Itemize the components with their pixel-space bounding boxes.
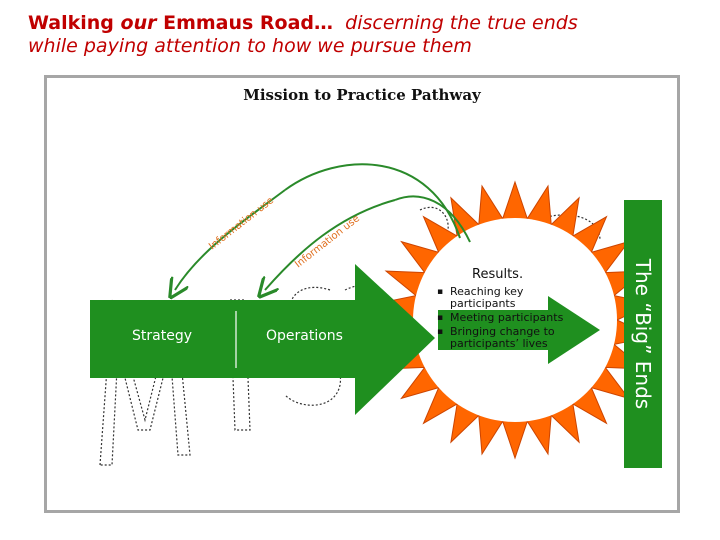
- information-use-label-1: Information use: [207, 195, 276, 252]
- information-use-label-2: Information use: [293, 213, 362, 270]
- results-item: Reaching key participants: [450, 286, 572, 310]
- results-box: Results. Reaching key participants Meeti…: [432, 267, 572, 352]
- big-ends-label: The “Big” Ends: [631, 259, 655, 409]
- results-item: Bringing change to participants’ lives: [450, 326, 572, 350]
- operations-label: Operations: [266, 328, 343, 344]
- results-list: Reaching key participants Meeting partic…: [432, 286, 572, 350]
- results-item: Meeting participants: [450, 312, 572, 324]
- strategy-label: Strategy: [132, 328, 192, 344]
- results-title: Results.: [472, 267, 572, 282]
- big-ends-label-box: The “Big” Ends: [624, 200, 662, 468]
